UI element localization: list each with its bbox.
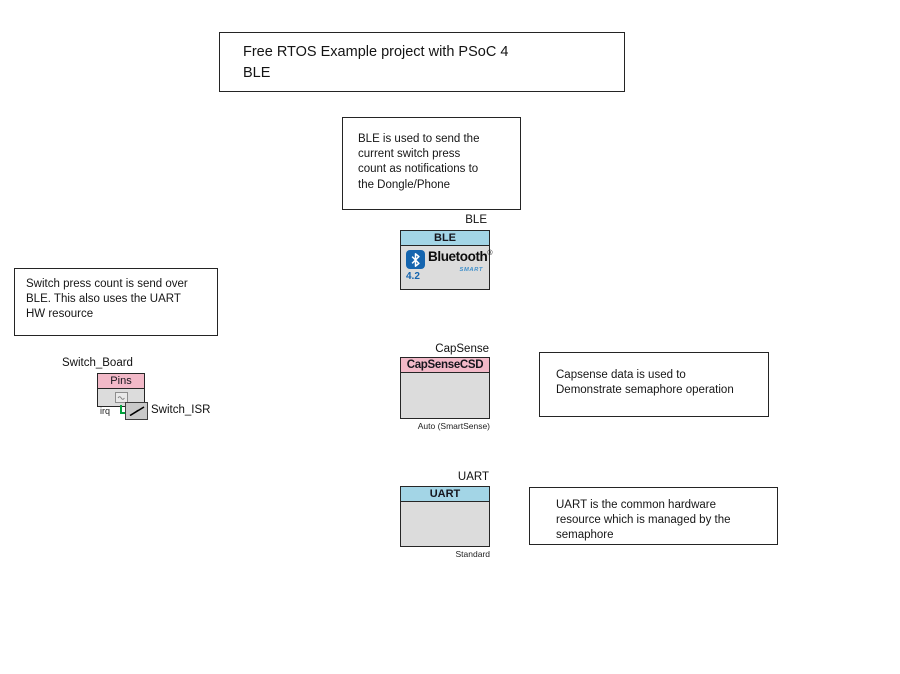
uart-component-body (401, 502, 489, 545)
uart-mode-label: Standard (455, 549, 491, 559)
ble-component[interactable]: BLE Bluetooth® SMART 4.2 (400, 230, 493, 290)
uart-component-header: UART (401, 487, 489, 502)
capsense-component-header: CapSenseCSD (401, 358, 489, 373)
ble-component-header: BLE (401, 231, 489, 246)
capsense-note-box[interactable]: Capsense data is used to Demonstrate sem… (539, 352, 769, 417)
irq-wire-vertical[interactable] (119, 405, 123, 414)
ble-instance-label: BLE (465, 214, 487, 226)
switch-board-pins-component[interactable]: Pins (97, 373, 145, 407)
bluetooth-word-text: Bluetooth (428, 249, 488, 264)
switch-isr-instance-label: Switch_ISR (151, 404, 211, 416)
capsense-component[interactable]: CapSenseCSD (400, 357, 490, 419)
isr-interrupt-icon (129, 406, 144, 416)
uart-instance-label: UART (457, 471, 489, 483)
registered-mark: ® (487, 250, 493, 257)
bluetooth-version-text: 4.2 (406, 271, 420, 282)
uart-note-box[interactable]: UART is the common hardware resource whi… (529, 487, 778, 545)
switch-isr-component[interactable] (125, 402, 148, 420)
irq-wire-horizontal[interactable] (119, 411, 127, 415)
pins-component-body (98, 389, 144, 405)
switch-board-instance-label: Switch_Board (62, 357, 133, 369)
irq-terminal-label: irq (100, 406, 111, 416)
capsense-instance-label: CapSense (435, 343, 489, 355)
bluetooth-smart-text: SMART (459, 267, 483, 273)
ble-note-box[interactable]: BLE is used to send the current switch p… (342, 117, 521, 210)
capsense-mode-label: Auto (SmartSense) (417, 421, 490, 431)
bluetooth-icon (406, 250, 425, 269)
pins-component-header: Pins (98, 374, 144, 389)
title-box[interactable]: Free RTOS Example project with PSoC 4 BL… (219, 32, 625, 92)
bluetooth-wordmark: Bluetooth® (428, 249, 493, 264)
pin-irq-cell-icon (114, 391, 128, 403)
capsense-component-body (401, 373, 489, 417)
switch-press-note-box[interactable]: Switch press count is send over BLE. Thi… (14, 268, 218, 336)
ble-component-body: Bluetooth® SMART 4.2 (401, 246, 493, 288)
uart-component[interactable]: UART (400, 486, 490, 547)
